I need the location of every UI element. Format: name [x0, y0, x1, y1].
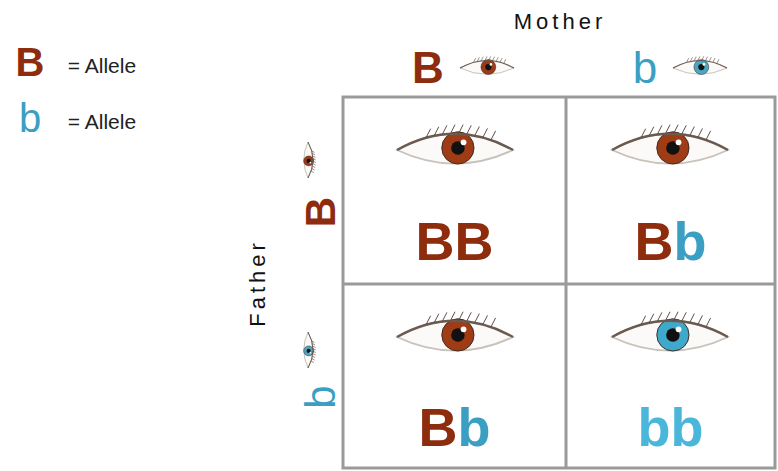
punnett-cell: BB — [345, 99, 564, 282]
eye-icon — [304, 142, 316, 178]
eye-icon — [460, 56, 514, 74]
legend-text: = Allele — [68, 111, 136, 132]
eye-icon — [397, 125, 513, 164]
allele-symbol: b — [19, 98, 41, 138]
parent-title: Father — [247, 239, 269, 327]
genotype-text: B — [419, 400, 458, 454]
genotype-text: B — [635, 214, 674, 268]
allele-header: B — [412, 46, 444, 90]
allele-symbol: B — [16, 42, 45, 82]
eye-icon — [673, 56, 727, 74]
punnett-cell: Bb — [568, 99, 773, 282]
allele-header: b — [300, 385, 342, 408]
eye-icon — [612, 125, 728, 164]
eye-icon — [397, 312, 513, 351]
genotype-text: b — [674, 214, 707, 268]
eye-icon — [612, 312, 728, 351]
grid-border — [343, 97, 775, 468]
parent-title: Mother — [514, 11, 606, 33]
allele-header: b — [633, 46, 657, 90]
grid-divider — [343, 283, 775, 286]
legend-text: = Allele — [68, 55, 136, 76]
punnett-cell: Bb — [345, 286, 564, 466]
punnett-cell: bb — [568, 286, 773, 466]
genotype-text: bb — [638, 400, 704, 454]
allele-header: B — [300, 197, 342, 227]
punnett-grid — [343, 97, 775, 468]
eye-icon — [304, 332, 316, 368]
genotype-text: BB — [416, 214, 494, 268]
genotype-text: b — [458, 400, 491, 454]
